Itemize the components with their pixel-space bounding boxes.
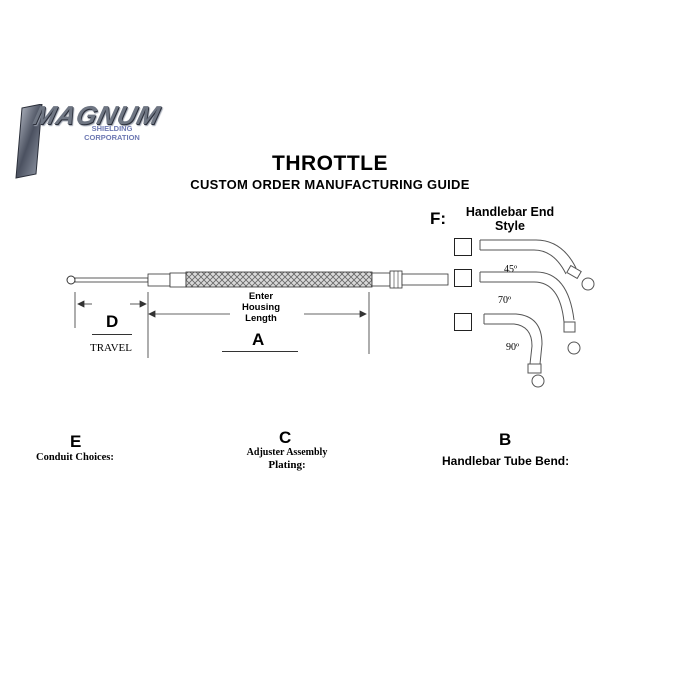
section-c-label-line2: Plating:: [268, 459, 306, 471]
company-logo: MAGNUM SHIELDING CORPORATION: [14, 96, 164, 180]
handlebar-end-label: Handlebar End Style: [462, 205, 558, 233]
inner-wire: [74, 277, 149, 283]
travel-label: TRAVEL: [90, 342, 132, 354]
section-e-label: Conduit Choices:: [36, 452, 114, 463]
handlebar-end-label-line1: Handlebar End: [465, 205, 555, 219]
cable-end-ball: [66, 275, 76, 285]
section-c-letter: C: [279, 428, 292, 447]
page-title: THROTTLE: [272, 152, 388, 175]
enter-line3: Length: [245, 313, 277, 324]
handlebar-end-letter: F:: [430, 209, 447, 228]
adjuster-nut: [389, 270, 403, 289]
bend-45-tube: [479, 239, 595, 291]
enter-line2: Housing: [242, 302, 280, 313]
section-c-label: Adjuster Assembly Plating:: [230, 446, 344, 472]
dimension-d-letter: D: [106, 312, 119, 331]
logo-emblem: [15, 104, 43, 179]
housing-length-input-line[interactable]: [222, 351, 298, 352]
ferrule-collar: [169, 272, 187, 288]
dimension-a: [148, 292, 370, 354]
handlebar-bends-drawing: 45º 70º 90º: [479, 239, 595, 388]
logo-subtitle: SHIELDING CORPORATION: [80, 124, 144, 142]
page-subtitle: CUSTOM ORDER MANUFACTURING GUIDE: [190, 177, 470, 192]
section-c-label-line1: Adjuster Assembly: [246, 447, 328, 458]
enter-housing-length-label: Enter Housing Length: [230, 291, 292, 324]
dimension-d-underline: [92, 334, 132, 335]
ferrule: [147, 273, 171, 287]
section-e-letter: E: [70, 432, 82, 451]
dimension-d: [74, 292, 149, 358]
checkbox-45[interactable]: [454, 238, 472, 256]
section-b-label: Handlebar Tube Bend:: [442, 454, 570, 468]
handlebar-tube: [401, 273, 449, 286]
logo-subtitle-line1: SHIELDING: [91, 124, 133, 133]
section-b-letter: B: [499, 430, 512, 449]
bend-70-label: 70º: [498, 295, 511, 306]
handlebar-end-label-line2: Style: [495, 219, 525, 233]
bend-90-label: 90º: [506, 342, 519, 353]
dimension-a-letter: A: [252, 330, 265, 349]
logo-subtitle-line2: CORPORATION: [84, 133, 140, 142]
bend-45-label: 45º: [504, 264, 517, 275]
braided-housing: [185, 271, 373, 288]
throttle-cable-diagram: [66, 270, 449, 358]
adjuster-sleeve: [371, 272, 391, 287]
enter-line1: Enter: [248, 291, 274, 302]
checkbox-90[interactable]: [454, 313, 472, 331]
bend-70-tube: [479, 271, 581, 355]
bend-90-tube: [483, 313, 545, 388]
checkbox-70[interactable]: [454, 269, 472, 287]
